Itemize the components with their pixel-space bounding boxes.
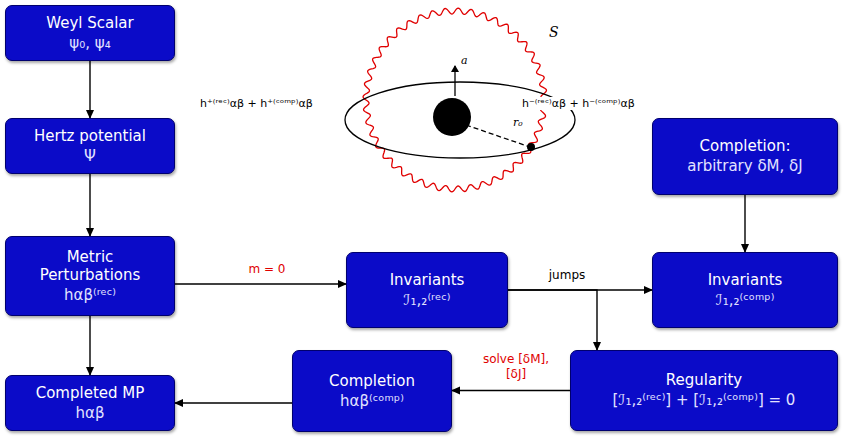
box-title: Invariants (708, 271, 783, 289)
flow-arrow (452, 390, 570, 391)
box-title: Metric Perturbations (14, 248, 166, 284)
flow-arrow (89, 316, 90, 375)
box-formula: hαβ⁽ʳᵉᶜ⁾ (64, 286, 116, 305)
process-box: Invariantsℐ₁,₂⁽ᶜᵒᵐᵖ⁾ (652, 252, 838, 328)
box-formula: hαβ⁽ᶜᵒᵐᵖ⁾ (340, 392, 404, 411)
box-formula: ℐ₁,₂⁽ᶜᵒᵐᵖ⁾ (716, 291, 775, 310)
process-box: Completed MP hαβ (5, 375, 175, 431)
box-title: Completed MP (36, 384, 145, 402)
flow-arrow (89, 61, 90, 118)
process-box: Completion hαβ⁽ᶜᵒᵐᵖ⁾ (292, 350, 452, 432)
box-formula: ψ₀, ψ₄ (69, 34, 110, 53)
particle-dot (527, 143, 535, 151)
edge-label: solve [δM], [δJ] (476, 352, 556, 382)
radius-label: r₀ (513, 116, 523, 129)
box-title: Hertz potential (34, 127, 146, 145)
perturbation-label: h⁻⁽ʳᵉᶜ⁾αβ + h⁻⁽ᶜᵒᵐᵖ⁾αβ (520, 97, 637, 110)
process-box: Weyl Scalar ψ₀, ψ₄ (5, 5, 175, 61)
box-formula: hαβ (76, 404, 105, 423)
process-box: Hertz potentialΨ (5, 118, 175, 174)
box-formula: Ψ (84, 147, 96, 166)
box-formula: ℐ₁,₂⁽ʳᵉᶜ⁾ (404, 291, 451, 310)
orbit-ellipse (345, 82, 575, 158)
process-box: Invariantsℐ₁,₂⁽ʳᵉᶜ⁾ (346, 252, 508, 328)
surface-label: S (549, 24, 559, 40)
flow-arrow (89, 174, 90, 236)
box-title: Completion (329, 372, 415, 390)
flow-arrow (508, 290, 597, 350)
process-box: Metric Perturbations hαβ⁽ʳᵉᶜ⁾ (5, 236, 175, 316)
flow-arrow (175, 283, 346, 284)
black-hole (433, 98, 471, 136)
perturbation-label: h⁺⁽ʳᵉᶜ⁾αβ + h⁺⁽ᶜᵒᵐᵖ⁾αβ (200, 97, 313, 110)
process-box: Regularity [ℐ₁,₂⁽ʳᵉᶜ⁾] + [ℐ₁,₂⁽ᶜᵒᵐᵖ⁾] = 0 (570, 350, 838, 431)
spin-label: a (461, 54, 468, 67)
edge-label: m = 0 (240, 262, 294, 277)
box-title: Invariants (390, 271, 465, 289)
box-title: Regularity (666, 371, 742, 389)
box-title: Completion: (700, 137, 791, 155)
box-title: Weyl Scalar (46, 14, 133, 32)
flow-arrow (175, 402, 292, 403)
edge-label: jumps (543, 268, 591, 283)
spin-arrow (454, 66, 455, 96)
box-formula: [ℐ₁,₂⁽ʳᵉᶜ⁾] + [ℐ₁,₂⁽ᶜᵒᵐᵖ⁾] = 0 (613, 391, 796, 410)
flow-arrow (744, 195, 745, 252)
process-box: Completion: arbitrary δM, δJ (652, 118, 838, 195)
box-formula: arbitrary δM, δJ (687, 157, 802, 176)
